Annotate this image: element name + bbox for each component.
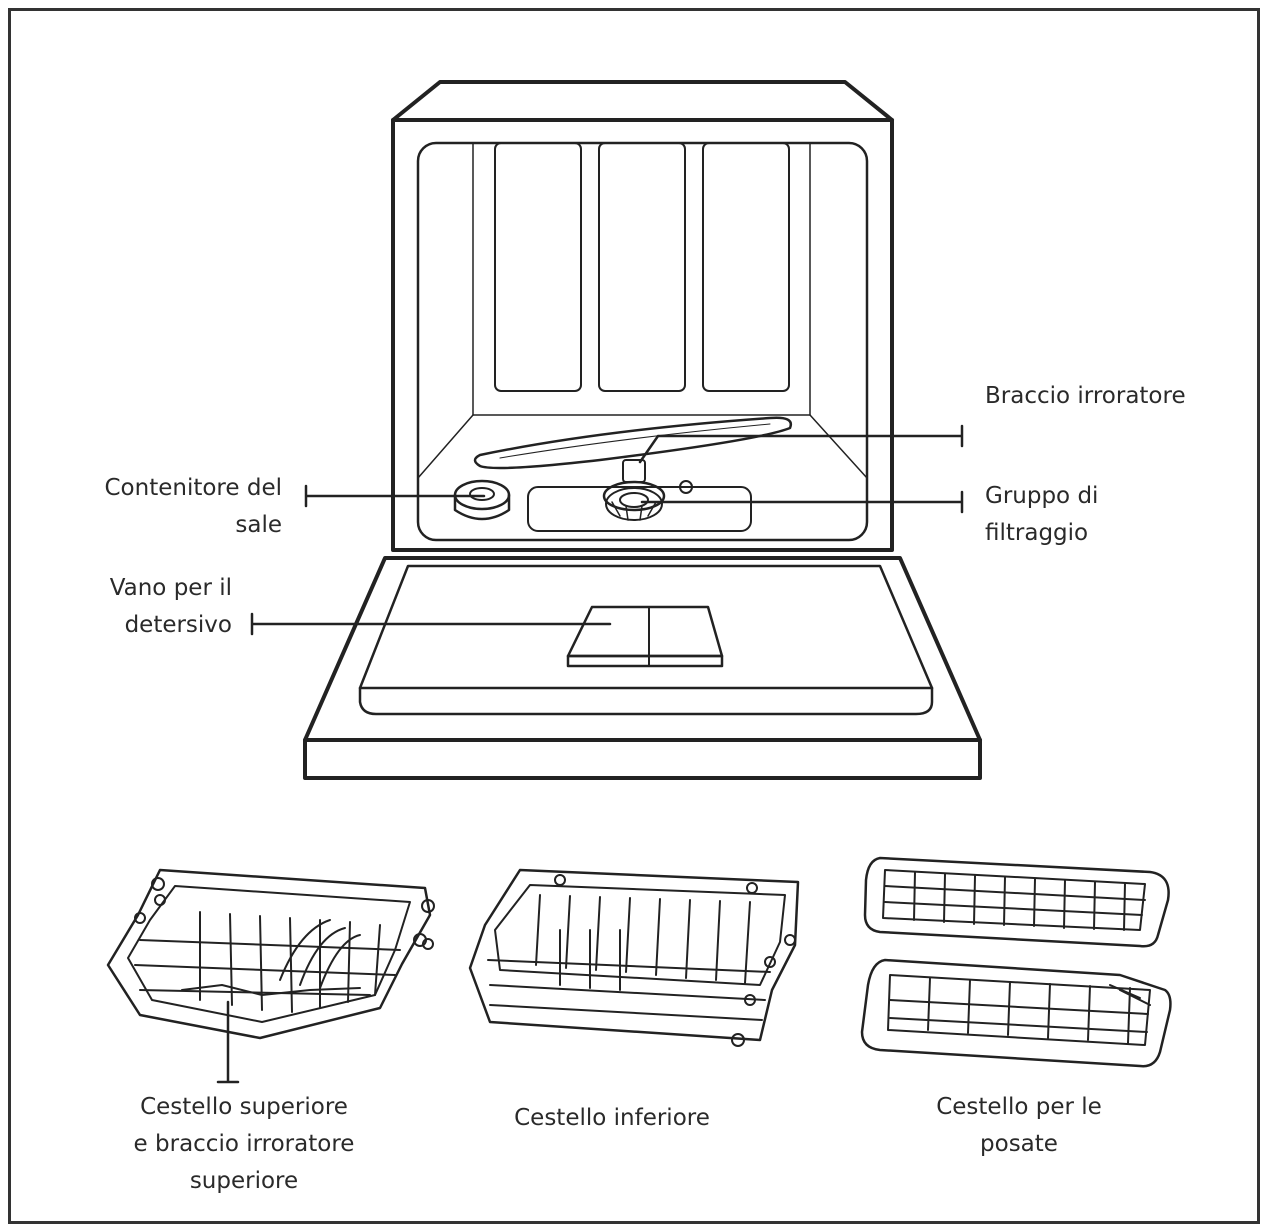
cutlery-basket-bottom bbox=[860, 958, 1172, 1068]
lower-basket bbox=[468, 868, 800, 1047]
label-upper-basket: Cestello superiore e braccio irroratore … bbox=[133, 1094, 355, 1194]
salt-leader bbox=[304, 484, 486, 508]
label-cutlery-basket: Cestello per le posate bbox=[936, 1094, 1102, 1157]
detergent-leader bbox=[250, 612, 612, 636]
label-lower-basket: Cestello inferiore bbox=[514, 1105, 710, 1131]
filter-leader bbox=[640, 490, 964, 514]
upper-basket bbox=[106, 868, 435, 1040]
label-filter-group: Gruppo di filtraggio bbox=[985, 483, 1099, 546]
label-salt-container: Contenitore del sale bbox=[104, 475, 283, 538]
diagram-frame bbox=[8, 8, 1260, 1224]
filter-part bbox=[527, 459, 752, 532]
salt-container-part bbox=[453, 479, 511, 521]
cutlery-basket-top bbox=[863, 856, 1170, 948]
label-spray-arm: Braccio irroratore bbox=[985, 383, 1186, 409]
spray-arm-leader bbox=[638, 424, 964, 464]
dishwasher-door bbox=[303, 556, 982, 780]
label-detergent-compartment: Vano per il detersivo bbox=[109, 575, 232, 638]
dishwasher-body bbox=[391, 80, 894, 552]
